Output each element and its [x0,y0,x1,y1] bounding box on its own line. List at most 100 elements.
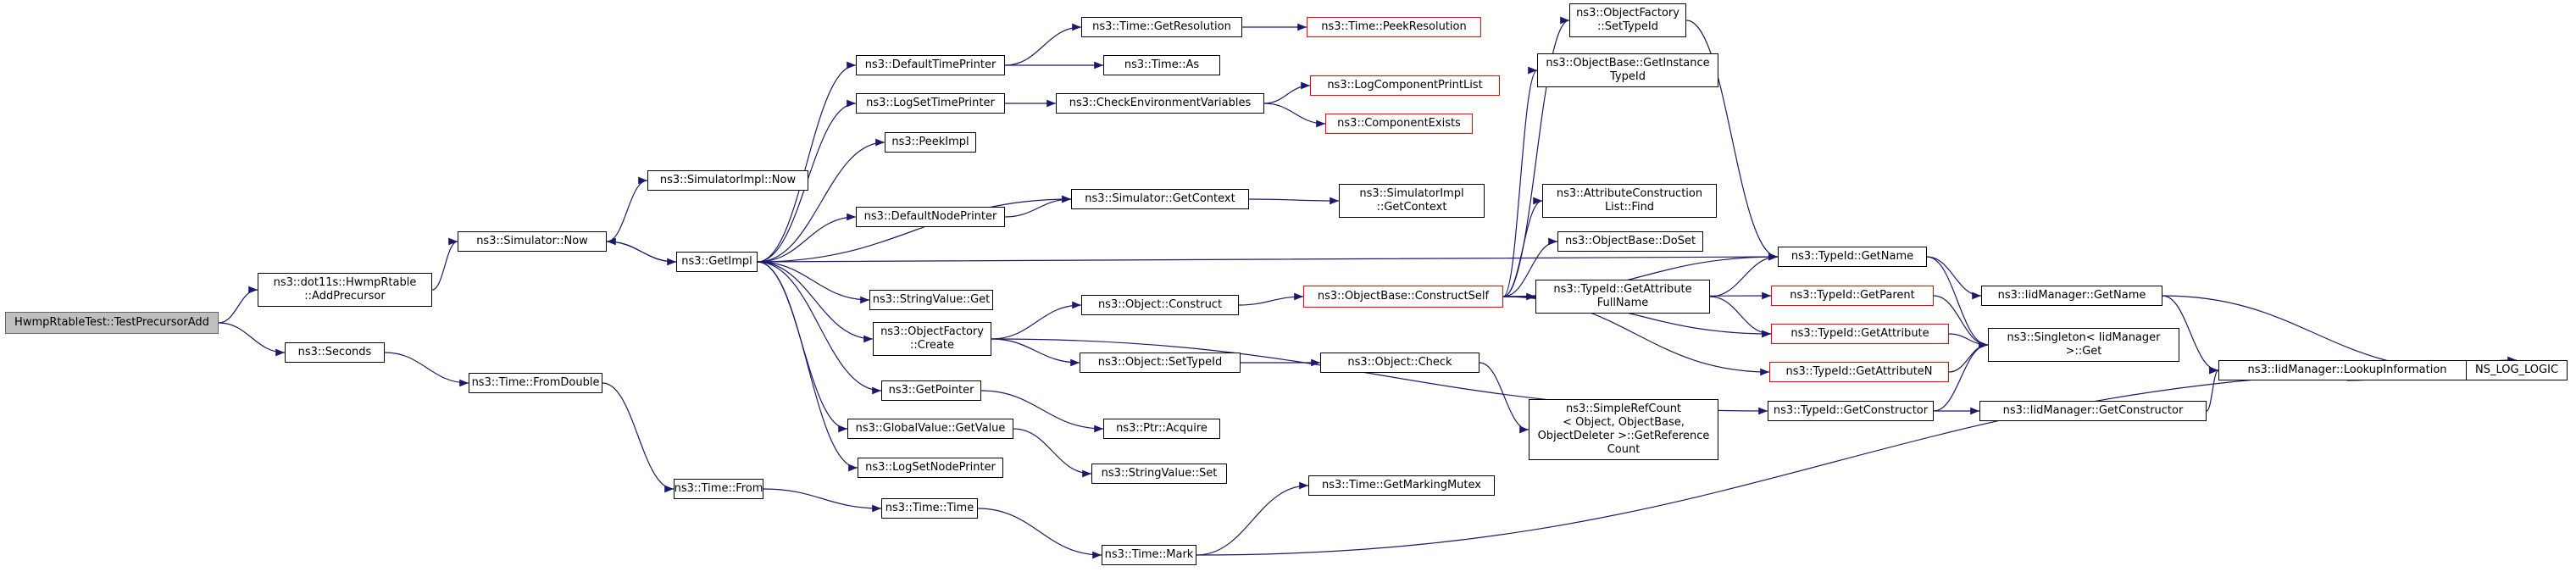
node-iidmgrlookup[interactable]: ns3::IidManager::LookupInformation [2218,360,2476,380]
node-label: ns3::GetImpl [681,255,752,268]
node-defnodeprinter[interactable]: ns3::DefaultNodePrinter [856,207,1005,227]
node-label: ns3::GetPointer [888,384,974,397]
node-typeidgetname[interactable]: ns3::TypeId::GetName [1778,247,1927,267]
node-label: ns3::ObjectFactory [1576,7,1679,19]
node-addprec[interactable]: ns3::dot11s::HwmpRtable::AddPrecursor [258,273,432,307]
node-label: FullName [1596,297,1649,309]
edge-globalvaluegetvalue-to-stringvalueset [1013,428,1092,478]
node-objsettypeid[interactable]: ns3::Object::SetTypeId [1080,353,1241,373]
node-timepeekres[interactable]: ns3::Time::PeekResolution [1307,17,1481,37]
node-timegetres[interactable]: ns3::Time::GetResolution [1081,17,1242,37]
node-fromdouble[interactable]: ns3::Time::FromDouble [469,373,602,393]
node-label: ObjectDeleter >::GetReference [1537,430,1710,442]
node-label: ns3::SimulatorImpl [1359,187,1464,200]
edge-checkenv-to-compexists [1263,103,1326,128]
node-timemark[interactable]: ns3::Time::Mark [1102,545,1196,565]
node-logsetnodeprinter[interactable]: ns3::LogSetNodePrinter [858,458,1003,478]
edge-seconds-to-fromdouble [384,352,469,387]
node-label: ns3::AttributeConstruction [1556,187,1703,200]
node-objcheck[interactable]: ns3::Object::Check [1320,353,1480,373]
node-label: ns3::Object::Check [1347,356,1452,369]
node-label: NS_LOG_LOGIC [2474,364,2559,376]
node-label: ns3::GlobalValue::GetValue [855,422,1006,435]
node-simimplnow[interactable]: ns3::SimulatorImpl::Now [647,170,808,191]
node-timegetmarkingmutex[interactable]: ns3::Time::GetMarkingMutex [1308,475,1495,496]
edge-objbaseconstructself-to-objbasegetinstance [1502,66,1538,297]
node-typeidgetattribute[interactable]: ns3::TypeId::GetAttribute [1771,324,1949,344]
node-logsettimeprinter[interactable]: ns3::LogSetTimePrinter [856,93,1005,114]
node-deftimeprinter[interactable]: ns3::DefaultTimePrinter [856,55,1005,75]
edge-objcheck-to-simplerefcount [1479,362,1530,434]
node-timeas[interactable]: ns3::Time::As [1103,55,1220,75]
edge-getimpl-to-defnodeprinter [757,213,857,263]
node-label: ns3::Time::PeekResolution [1321,20,1467,33]
node-label: ns3::Time::FromDouble [471,376,600,389]
node-root[interactable]: HwmpRtableTest::TestPrecursorAdd [5,312,219,334]
node-label: ns3::ObjectFactory [880,325,984,338]
node-label: ns3::Seconds [297,346,372,358]
node-label: ns3::LogSetTimePrinter [866,97,995,109]
edge-getimpl-to-peekimpl [757,138,886,263]
node-simgetctx[interactable]: ns3::Simulator::GetContext [1071,189,1249,209]
node-label: ns3::Time::GetResolution [1092,20,1231,33]
node-label: ::AddPrecursor [304,290,386,303]
node-label: ::Create [910,339,954,352]
node-logcompprintlist[interactable]: ns3::LogComponentPrintList [1310,75,1500,96]
node-label: ns3::TypeId::GetAttribute [1553,283,1692,296]
edge-getimpl-to-simgetctx [757,195,1072,263]
node-label: ns3::Simulator::Now [476,235,588,247]
edge-fromdouble-to-timefrom [602,382,675,493]
node-singletonget[interactable]: ns3::Singleton< IidManager>::Get [1988,328,2179,362]
node-label: ns3::Simulator::GetContext [1085,192,1235,205]
edge-checkenv-to-logcompprintlist [1263,81,1311,104]
node-objconstruct[interactable]: ns3::Object::Construct [1081,295,1239,315]
node-stringvalueget[interactable]: ns3::StringValue::Get [869,290,993,310]
node-getimpl[interactable]: ns3::GetImpl [676,252,758,272]
node-objfactorysettypeid[interactable]: ns3::ObjectFactory::SetTypeId [1569,3,1686,37]
node-simplerefcount[interactable]: ns3::SimpleRefCount< Object, ObjectBase,… [1529,399,1718,460]
node-label: ns3::DefaultNodePrinter [863,210,997,223]
node-stringvalueset[interactable]: ns3::StringValue::Set [1091,464,1227,484]
node-label: ns3::Time::GetMarkingMutex [1322,479,1481,491]
node-label: ns3::Time::Time [885,502,974,514]
node-typeidgetattributen[interactable]: ns3::TypeId::GetAttributeN [1769,362,1949,382]
node-iidmgrgetname[interactable]: ns3::IidManager::GetName [1981,286,2162,306]
node-checkenv[interactable]: ns3::CheckEnvironmentVariables [1056,93,1264,114]
node-getpointer[interactable]: ns3::GetPointer [881,380,981,401]
edge-objfactorycreate-to-objconstruct [991,301,1082,340]
node-label: ns3::LogSetNodePrinter [865,461,996,474]
node-label: ns3::CheckEnvironmentVariables [1069,97,1252,109]
node-objbasedoset[interactable]: ns3::ObjectBase::DoSet [1557,231,1703,252]
node-label: ns3::TypeId::GetAttribute [1790,327,1929,340]
node-simimplgetctx[interactable]: ns3::SimulatorImpl::GetContext [1339,184,1485,218]
node-seconds[interactable]: ns3::Seconds [285,342,385,363]
edge-root-to-seconds [218,322,286,357]
node-label: ::GetContext [1376,201,1447,214]
node-nslog[interactable]: NS_LOG_LOGIC [2466,360,2568,380]
node-ptracquire[interactable]: ns3::Ptr::Acquire [1103,419,1220,439]
node-objfactorycreate[interactable]: ns3::ObjectFactory::Create [873,322,991,356]
node-typeidgetconstructor[interactable]: ns3::TypeId::GetConstructor [1768,401,1934,421]
node-simnow[interactable]: ns3::Simulator::Now [458,231,607,252]
node-iidmgrgetconstructor[interactable]: ns3::IidManager::GetConstructor [1979,401,2207,421]
node-label: ns3::DefaultTimePrinter [864,58,997,71]
node-objbaseconstructself[interactable]: ns3::ObjectBase::ConstructSelf [1303,286,1503,308]
edge-typeidgetconstructor-to-singletonget [1933,341,1989,412]
node-label: HwmpRtableTest::TestPrecursorAdd [14,316,209,329]
node-typeidgetparent[interactable]: ns3::TypeId::GetParent [1771,286,1934,306]
node-label: ns3::ObjectBase::ConstructSelf [1317,290,1490,303]
edge-getimpl-to-getpointer [757,261,882,395]
edge-addprec-to-simnow [431,237,458,291]
node-compexists[interactable]: ns3::ComponentExists [1325,114,1473,134]
node-timefrom[interactable]: ns3::Time::From [674,479,763,499]
node-label: ns3::TypeId::GetParent [1790,289,1915,302]
node-peekimpl[interactable]: ns3::PeekImpl [885,132,976,153]
node-timetime[interactable]: ns3::Time::Time [881,498,978,519]
node-globalvaluegetvalue[interactable]: ns3::GlobalValue::GetValue [847,419,1013,439]
node-label: ns3::Object::SetTypeId [1097,356,1223,369]
node-label: ns3::SimulatorImpl::Now [659,174,797,186]
node-label: >::Get [2065,345,2102,358]
